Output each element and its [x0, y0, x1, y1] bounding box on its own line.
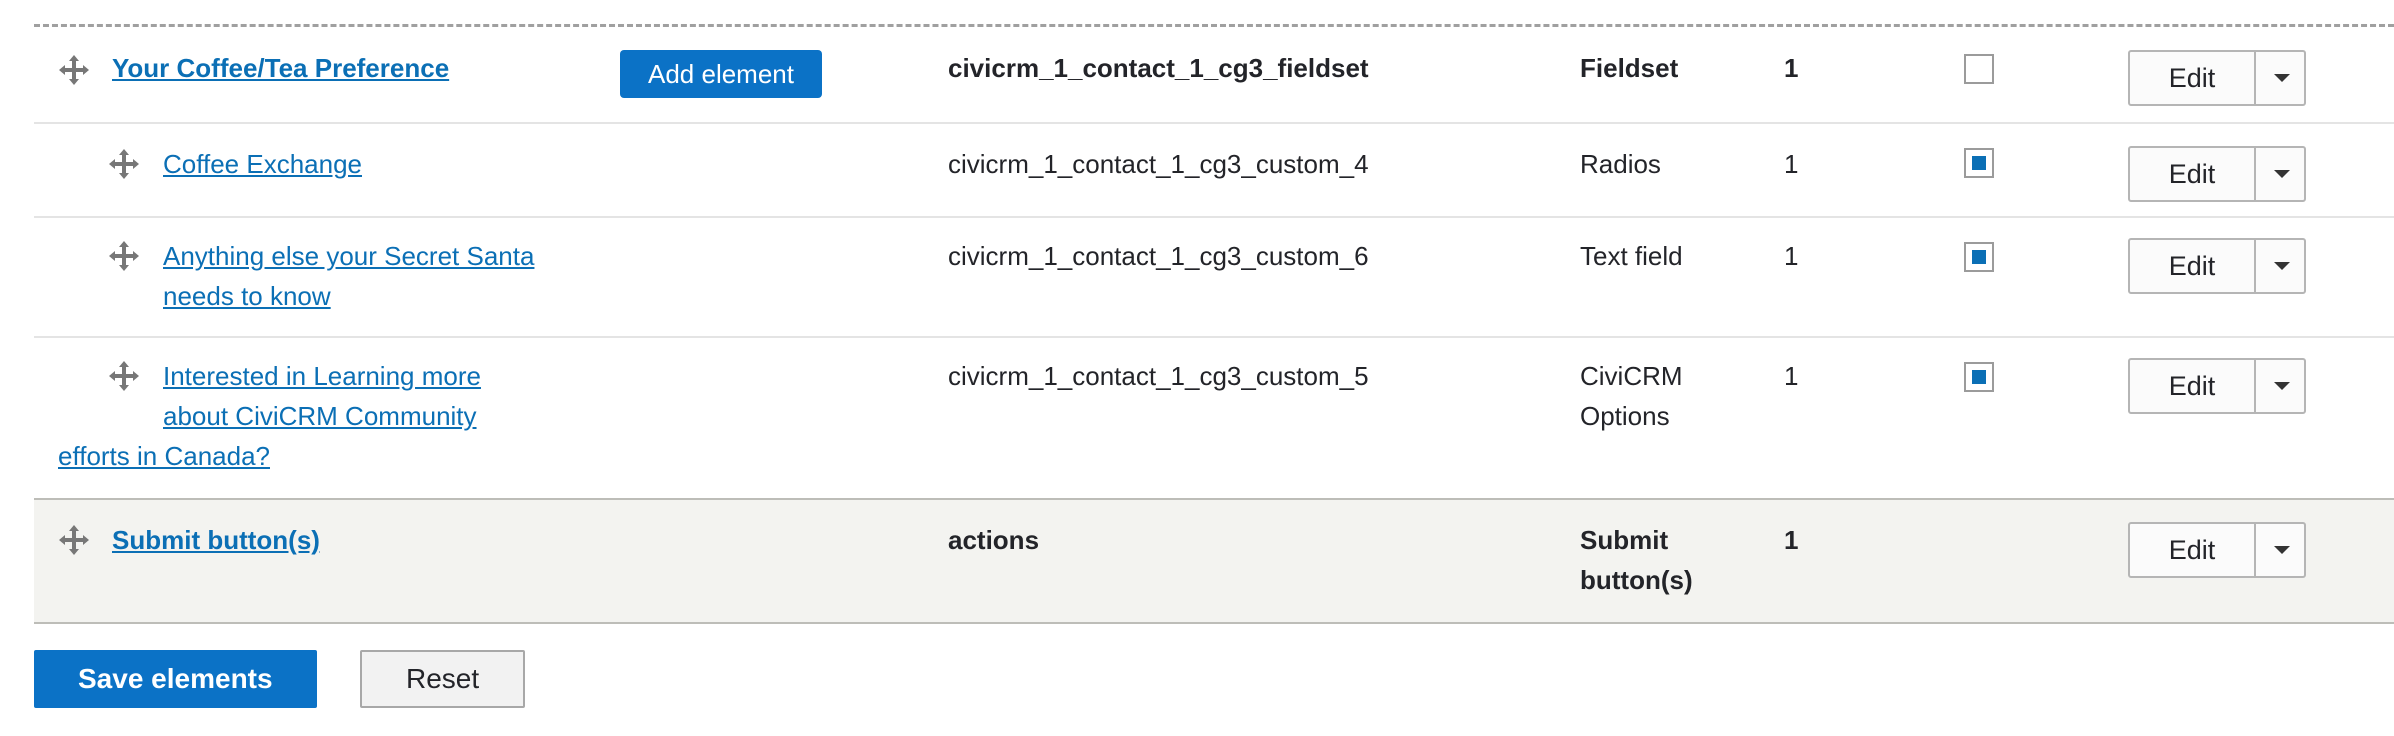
element-title-link[interactable]: Coffee Exchange	[163, 149, 362, 179]
type-line: Options	[1580, 401, 1670, 431]
table-row-submit-buttons: Submit button(s) actions Submit button(s…	[34, 498, 2394, 624]
chevron-down-icon[interactable]	[2256, 148, 2304, 200]
table-row-anything-else: Anything else your Secret Santa needs to…	[34, 218, 2394, 338]
chevron-down-icon[interactable]	[2256, 52, 2304, 104]
drag-handle-icon[interactable]	[108, 148, 140, 180]
table-top-border	[34, 24, 2394, 27]
required-checkbox[interactable]	[1964, 148, 1994, 178]
element-weight: 1	[1784, 241, 1799, 271]
table-row-interested-learning: Interested in Learning more about CiviCR…	[34, 338, 2394, 498]
element-title-link[interactable]: Interested in Learning more about CiviCR…	[58, 356, 618, 476]
table-row-coffee-tea-fieldset: Your Coffee/Tea Preference Add element c…	[34, 28, 2394, 124]
chevron-down-icon[interactable]	[2256, 240, 2304, 292]
type-line: button(s)	[1580, 565, 1693, 595]
required-checkbox[interactable]	[1964, 242, 1994, 272]
edit-button[interactable]: Edit	[2130, 360, 2256, 412]
required-checkbox[interactable]	[1964, 362, 1994, 392]
element-title-link[interactable]: Submit button(s)	[112, 525, 320, 555]
element-key: civicrm_1_contact_1_cg3_custom_4	[948, 149, 1369, 179]
operations-dropbutton: Edit	[2128, 50, 2306, 106]
drag-handle-icon[interactable]	[108, 360, 140, 392]
operations-dropbutton: Edit	[2128, 522, 2306, 578]
element-weight: 1	[1784, 361, 1799, 391]
element-weight: 1	[1784, 53, 1799, 83]
drag-handle-icon[interactable]	[58, 524, 90, 556]
title-line: Anything else your Secret Santa	[163, 241, 535, 271]
element-title-link[interactable]: Anything else your Secret Santa needs to…	[163, 236, 534, 316]
add-element-button[interactable]: Add element	[620, 50, 822, 98]
reset-button[interactable]: Reset	[360, 650, 526, 708]
element-type: Submit button(s)	[1580, 520, 1693, 600]
title-line: Interested in Learning more	[163, 361, 481, 391]
table-row-coffee-exchange: Coffee Exchange civicrm_1_contact_1_cg3_…	[34, 124, 2394, 218]
element-key: civicrm_1_contact_1_cg3_custom_6	[948, 241, 1369, 271]
element-title-link[interactable]: Your Coffee/Tea Preference	[112, 53, 450, 83]
type-line: Submit	[1580, 525, 1669, 555]
edit-button[interactable]: Edit	[2130, 240, 2256, 292]
chevron-down-icon[interactable]	[2256, 524, 2304, 576]
title-line: about CiviCRM Community	[163, 401, 477, 431]
drag-handle-icon[interactable]	[58, 54, 90, 86]
element-key: civicrm_1_contact_1_cg3_fieldset	[948, 53, 1369, 83]
save-elements-button[interactable]: Save elements	[34, 650, 317, 708]
operations-dropbutton: Edit	[2128, 146, 2306, 202]
element-weight: 1	[1784, 525, 1799, 555]
required-checkbox[interactable]	[1964, 54, 1994, 84]
edit-button[interactable]: Edit	[2130, 524, 2256, 576]
drag-handle-icon[interactable]	[108, 240, 140, 272]
element-key: civicrm_1_contact_1_cg3_custom_5	[948, 361, 1369, 391]
type-line: CiviCRM	[1580, 361, 1683, 391]
title-line: efforts in Canada?	[58, 441, 270, 471]
element-type: CiviCRM Options	[1580, 356, 1683, 436]
edit-button[interactable]: Edit	[2130, 148, 2256, 200]
element-type: Text field	[1580, 241, 1683, 271]
element-type: Radios	[1580, 149, 1661, 179]
element-key: actions	[948, 525, 1040, 555]
edit-button[interactable]: Edit	[2130, 52, 2256, 104]
operations-dropbutton: Edit	[2128, 358, 2306, 414]
element-weight: 1	[1784, 149, 1799, 179]
title-line: needs to know	[163, 281, 331, 311]
operations-dropbutton: Edit	[2128, 238, 2306, 294]
chevron-down-icon[interactable]	[2256, 360, 2304, 412]
element-type: Fieldset	[1580, 53, 1679, 83]
